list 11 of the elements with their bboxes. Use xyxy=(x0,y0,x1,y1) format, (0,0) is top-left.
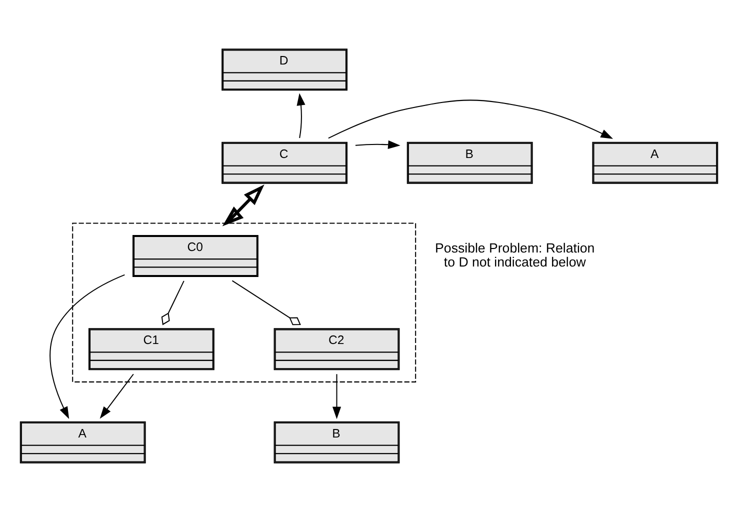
arrow xyxy=(332,374,342,420)
arrow xyxy=(296,93,306,138)
label: Possible Problem: Relation to D not indicated below xyxy=(435,240,595,270)
connector xyxy=(161,280,184,326)
arrow xyxy=(50,274,125,420)
arrow xyxy=(328,100,614,139)
arrow xyxy=(355,140,400,149)
arrow xyxy=(100,374,134,419)
connector xyxy=(232,280,301,326)
arrow xyxy=(222,184,264,226)
cluster xyxy=(72,222,416,382)
